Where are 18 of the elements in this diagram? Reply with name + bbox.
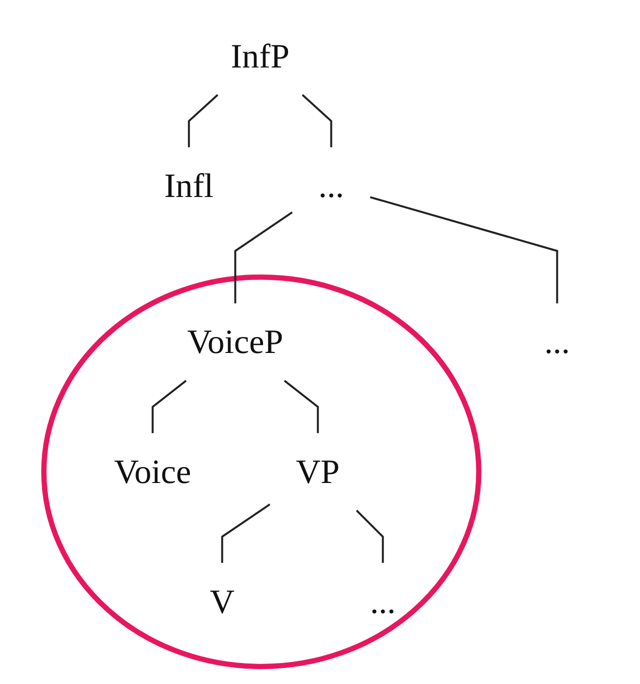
connector <box>284 380 319 434</box>
node-text: Infl <box>164 166 214 205</box>
node-text: ... <box>370 582 396 621</box>
node-text: VoiceP <box>187 322 284 362</box>
node-text: V <box>210 582 234 621</box>
connector <box>302 94 332 148</box>
node-text: Voice <box>114 452 192 491</box>
node-text: VP <box>296 452 340 491</box>
connector <box>152 380 187 434</box>
connector <box>370 196 558 304</box>
node-text: InfP <box>230 37 290 76</box>
node-text: ... <box>544 322 570 362</box>
connector <box>188 94 218 148</box>
syntax-tree-diagram: InfP Infl ... ... VoiceP Voice VP V ... <box>10 7 630 677</box>
connector <box>221 504 270 563</box>
connector <box>234 212 293 304</box>
connector <box>356 510 384 563</box>
node-text: ... <box>318 166 344 205</box>
